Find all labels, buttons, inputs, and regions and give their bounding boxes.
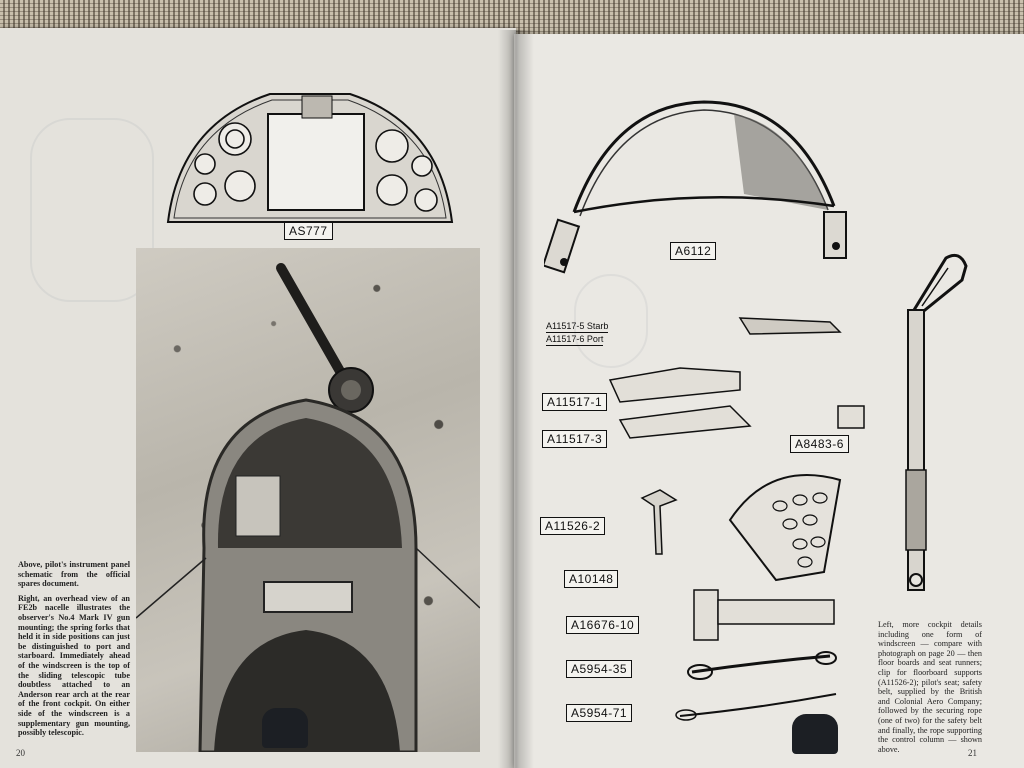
book-gutter bbox=[498, 30, 534, 768]
binder-clip-left bbox=[262, 708, 308, 748]
binder-clip-right bbox=[792, 714, 838, 754]
windscreen-drawing bbox=[544, 100, 847, 274]
part-label-a5954-35: A5954-35 bbox=[566, 660, 633, 678]
part-label-a8483-6: A8483-6 bbox=[790, 435, 849, 453]
right-caption: Left, more cockpit details including one… bbox=[878, 620, 982, 759]
caption-paragraph-1: Above, pilot's instrument panel schemati… bbox=[18, 560, 130, 589]
left-caption: Above, pilot's instrument panel schemati… bbox=[18, 560, 130, 743]
page-number-right: 21 bbox=[968, 748, 977, 758]
part-label-a5954-71: A5954-71 bbox=[566, 704, 633, 722]
part-label-a11517-3: A11517-3 bbox=[542, 430, 608, 448]
part-label-a11526-2: A11526-2 bbox=[540, 517, 606, 535]
part-label-a11517-6: A11517-6 Port bbox=[546, 334, 604, 346]
parts-drawing bbox=[608, 317, 865, 721]
right-caption-text: Left, more cockpit details including one… bbox=[878, 620, 982, 754]
show-through-ghost bbox=[574, 274, 648, 368]
caption-paragraph-2: Right, an overhead view of an FE2b nacel… bbox=[18, 593, 130, 738]
control-column-drawing bbox=[905, 253, 968, 591]
page-number-left: 20 bbox=[16, 748, 25, 758]
part-label-a10148: A10148 bbox=[564, 570, 619, 588]
instrument-panel-drawing bbox=[166, 93, 454, 223]
part-label-a16676-10: A16676-10 bbox=[566, 616, 640, 634]
show-through-ghost bbox=[30, 118, 154, 302]
overhead-nacelle-photo bbox=[136, 248, 480, 752]
figure-label-as777: AS777 bbox=[284, 222, 333, 240]
nacelle-illustration bbox=[136, 263, 480, 752]
part-label-a6112: A6112 bbox=[670, 242, 717, 260]
part-label-a11517-5: A11517-5 Starb bbox=[546, 321, 609, 333]
part-label-a11517-1: A11517-1 bbox=[542, 393, 608, 411]
